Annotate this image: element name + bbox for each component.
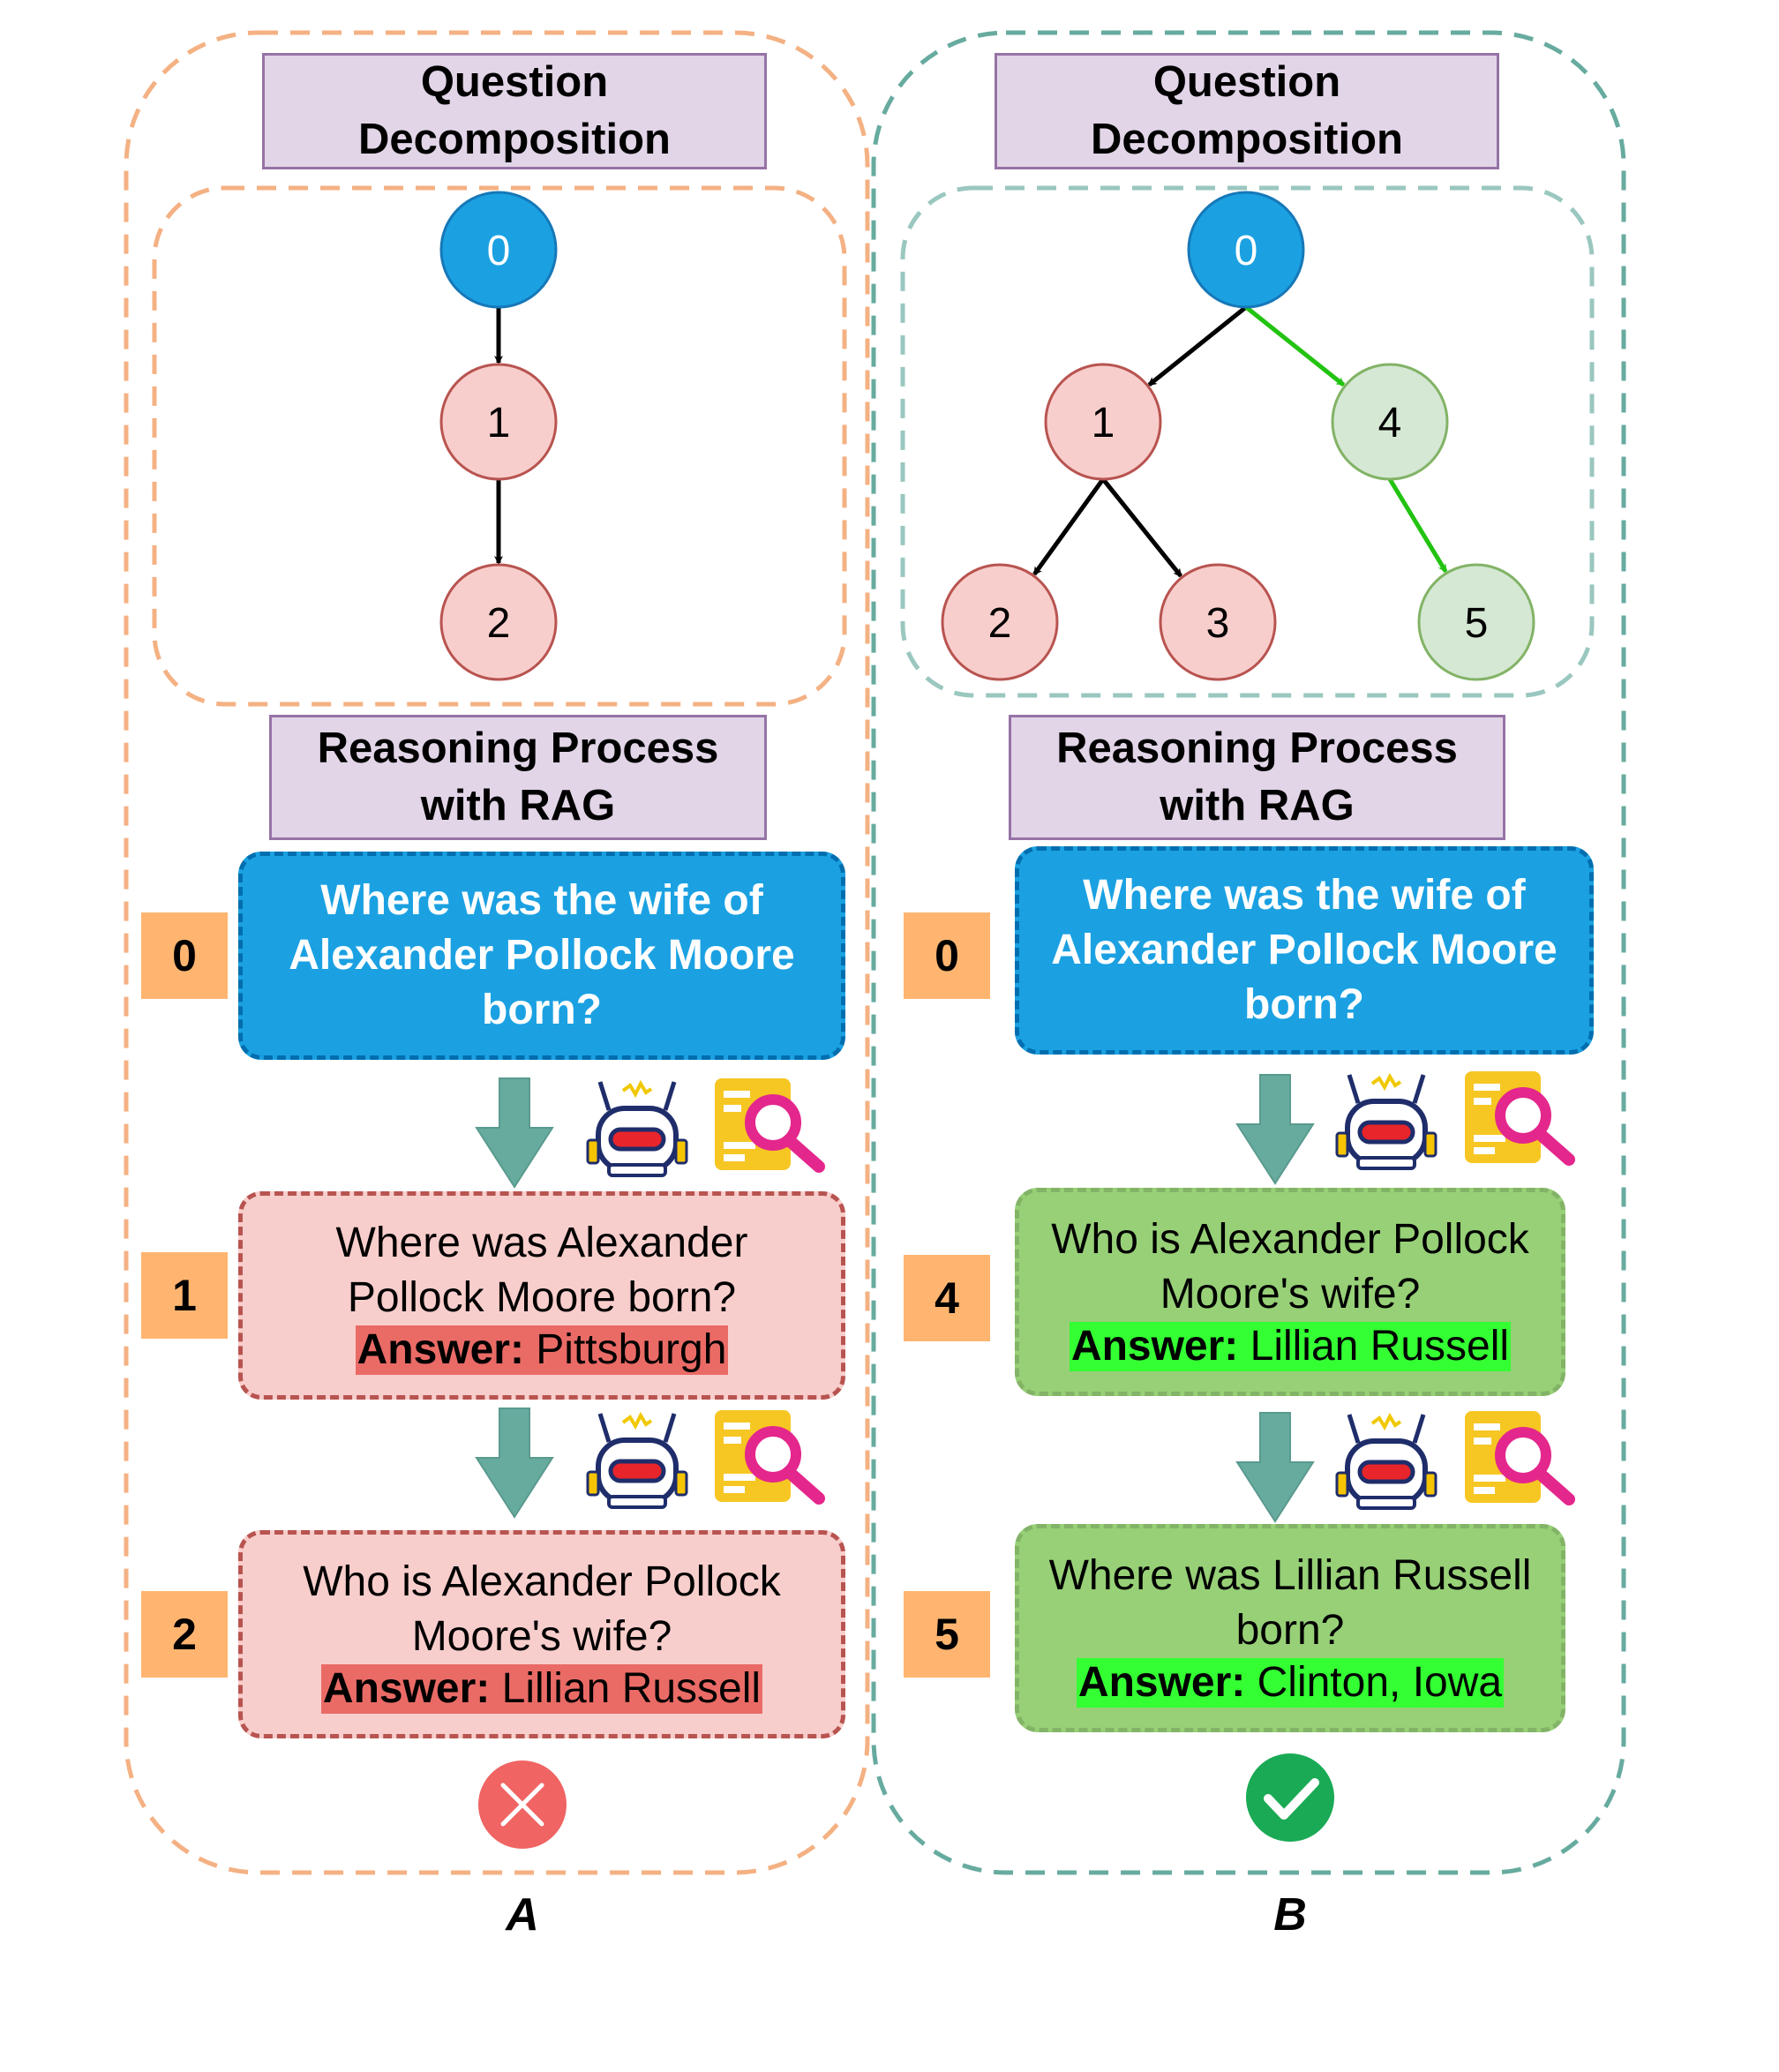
step-question: Where was the wife of Alexander Pollock … [289, 877, 795, 1033]
robot-icon [1335, 1412, 1437, 1510]
tree-node-2: 2 [439, 563, 558, 681]
flow-arrow [475, 1408, 554, 1519]
flow-arrow [1235, 1074, 1315, 1185]
step-index-badge: 4 [904, 1255, 990, 1341]
panel-a-decomposition-title: Question Decomposition [262, 53, 767, 169]
step-question: Who is Alexander Pollock Moore's wife? [303, 1558, 781, 1660]
tree-edge-0-4 [1244, 305, 1346, 387]
panel-b-step-0: Where was the wife of Alexander Pollock … [1015, 846, 1594, 1055]
step-answer: Answer: Lillian Russell [1069, 1322, 1512, 1371]
tree-node-2: 2 [941, 563, 1059, 681]
step-answer: Answer: Clinton, Iowa [1076, 1658, 1505, 1708]
tree-node-0: 0 [439, 191, 558, 309]
tree-node-1: 1 [439, 363, 558, 481]
tree-edge-1-3 [1101, 477, 1183, 578]
panel-a-step-1: Where was Alexander Pollock Moore born? … [238, 1191, 845, 1400]
flow-arrow [475, 1077, 554, 1189]
panel-b-step-4: Who is Alexander Pollock Moore's wife? A… [1015, 1188, 1565, 1396]
panel-b-border [871, 30, 1626, 1875]
panel-b-step-5: Where was Lillian Russell born? Answer: … [1015, 1524, 1565, 1732]
tree-node-label: 1 [487, 400, 511, 447]
success-icon [1246, 1753, 1334, 1842]
tree-node-label: 4 [1378, 400, 1402, 447]
step-index-badge: 0 [904, 912, 990, 999]
tree-node-label: 0 [1235, 228, 1258, 274]
tree-node-label: 0 [487, 228, 511, 274]
tree-node-1: 1 [1044, 363, 1162, 481]
tree-node-label: 2 [988, 600, 1012, 647]
tree-node-4: 4 [1331, 363, 1449, 481]
step-answer: Answer: Pittsburgh [355, 1325, 729, 1375]
panel-a-reasoning-title: Reasoning Process with RAG [269, 715, 767, 840]
step-answer: Answer: Lillian Russell [320, 1664, 763, 1714]
panel-b-decomposition-title: Question Decomposition [995, 53, 1499, 169]
robot-icon [586, 1079, 688, 1177]
panel-b-tree-area [900, 185, 1595, 698]
tree-edge-4-5 [1387, 477, 1448, 574]
panel-a-label: A [506, 1889, 539, 1941]
panel-a-step-0: Where was the wife of Alexander Pollock … [238, 852, 845, 1060]
panel-a-border [124, 30, 870, 1875]
tree-node-0: 0 [1187, 191, 1305, 309]
step-question: Where was Alexander Pollock Moore born? [335, 1220, 748, 1321]
tree-node-label: 2 [487, 600, 511, 647]
document-search-icon [1465, 1071, 1575, 1166]
step-question: Where was the wife of Alexander Pollock … [1051, 872, 1558, 1028]
step-index-badge: 2 [141, 1591, 228, 1678]
document-search-icon [1465, 1411, 1575, 1505]
tree-node-3: 3 [1159, 563, 1277, 681]
tree-node-label: 5 [1465, 600, 1489, 647]
step-index-badge: 5 [904, 1591, 990, 1678]
step-index-badge: 0 [141, 912, 228, 999]
tree-node-label: 1 [1092, 400, 1115, 447]
flow-arrow [1235, 1412, 1315, 1523]
step-question: Where was Lillian Russell born? [1048, 1552, 1532, 1654]
tree-edge-1-2 [1032, 477, 1106, 576]
tree-edge-0-1 [1147, 305, 1248, 387]
document-search-icon [715, 1078, 825, 1173]
panel-a-step-2: Who is Alexander Pollock Moore's wife? A… [238, 1530, 845, 1738]
robot-icon [1335, 1072, 1437, 1170]
robot-icon [586, 1411, 688, 1509]
step-question: Who is Alexander Pollock Moore's wife? [1051, 1216, 1529, 1318]
panel-b-label: B [1273, 1889, 1307, 1941]
fail-icon [478, 1760, 567, 1849]
panel-b-reasoning-title: Reasoning Process with RAG [1009, 715, 1505, 840]
tree-node-5: 5 [1417, 563, 1535, 681]
document-search-icon [715, 1410, 825, 1505]
step-index-badge: 1 [141, 1252, 228, 1339]
tree-node-label: 3 [1206, 600, 1230, 647]
